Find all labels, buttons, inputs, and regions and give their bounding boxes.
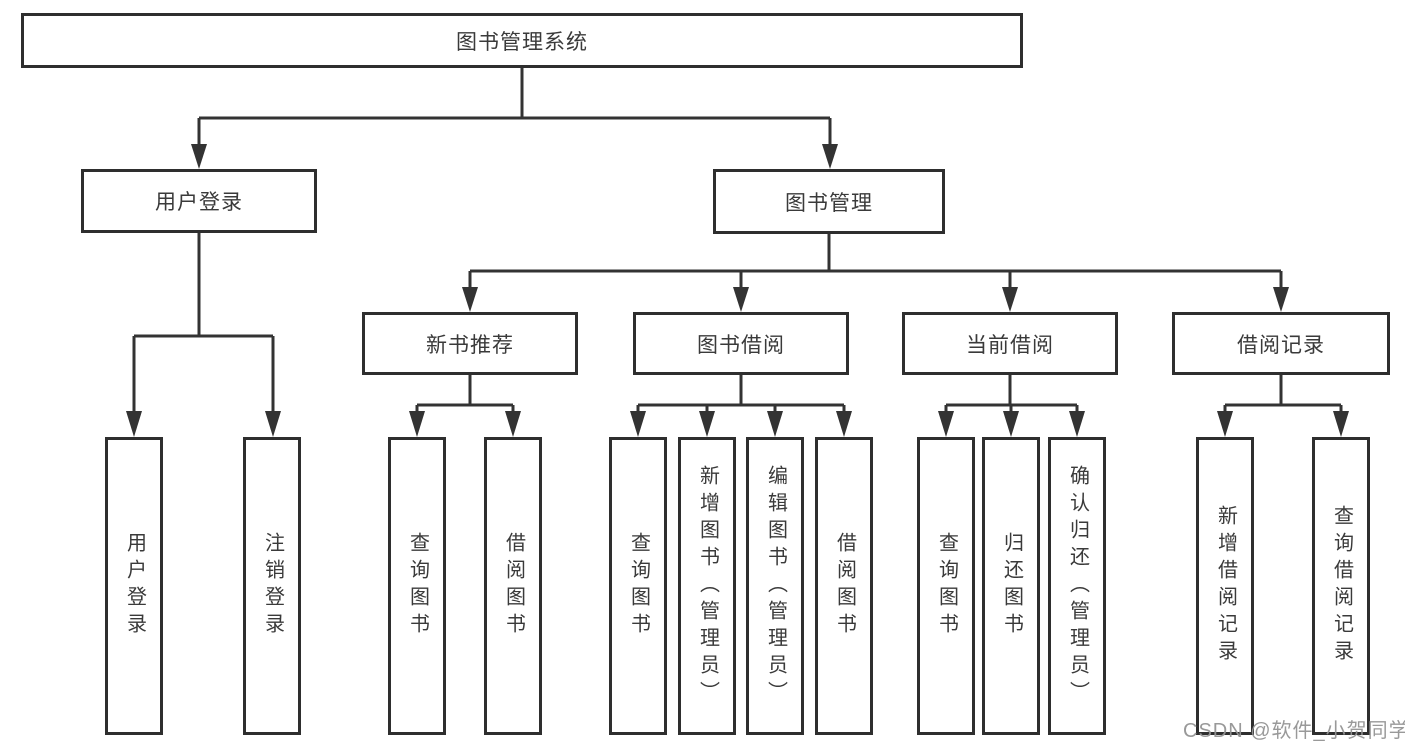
leaf-return-book-label: 归还图书 — [1000, 532, 1023, 640]
node-new-book-recommend-label: 新书推荐 — [426, 333, 514, 357]
node-user-login: 用户登录 — [81, 169, 317, 233]
node-root-label: 图书管理系统 — [456, 30, 588, 54]
leaf-confirm-return-admin: 确认归还（管理员） — [1048, 437, 1106, 735]
node-book-management-label: 图书管理 — [785, 191, 873, 215]
leaf-logout-label: 注销登录 — [261, 532, 284, 640]
leaf-query-books-3-label: 查询图书 — [935, 532, 958, 640]
node-borrowing-records: 借阅记录 — [1172, 312, 1390, 375]
leaf-query-borrow-record-label: 查询借阅记录 — [1330, 505, 1353, 667]
node-root: 图书管理系统 — [21, 13, 1023, 68]
leaf-add-book-admin-label: 新增图书（管理员） — [696, 464, 719, 708]
node-current-borrowing: 当前借阅 — [902, 312, 1118, 375]
leaf-edit-book-admin-label: 编辑图书（管理员） — [764, 464, 787, 708]
leaf-edit-book-admin: 编辑图书（管理员） — [746, 437, 804, 735]
leaf-query-books-1: 查询图书 — [388, 437, 446, 735]
node-borrowing-records-label: 借阅记录 — [1237, 333, 1325, 357]
leaf-query-borrow-record: 查询借阅记录 — [1312, 437, 1370, 735]
leaf-add-borrow-record: 新增借阅记录 — [1196, 437, 1254, 735]
leaf-borrow-books-2: 借阅图书 — [815, 437, 873, 735]
leaf-return-book: 归还图书 — [982, 437, 1040, 735]
watermark: CSDN @软件_小贺同学 — [1183, 720, 1405, 742]
leaf-borrow-books-1-label: 借阅图书 — [502, 532, 525, 640]
leaf-user-login: 用户登录 — [105, 437, 163, 735]
leaf-add-book-admin: 新增图书（管理员） — [678, 437, 736, 735]
leaf-query-books-1-label: 查询图书 — [406, 532, 429, 640]
node-new-book-recommend: 新书推荐 — [362, 312, 578, 375]
node-book-borrowing-label: 图书借阅 — [697, 333, 785, 357]
leaf-confirm-return-admin-label: 确认归还（管理员） — [1066, 464, 1089, 708]
node-book-borrowing: 图书借阅 — [633, 312, 849, 375]
leaf-logout: 注销登录 — [243, 437, 301, 735]
node-book-management: 图书管理 — [713, 169, 945, 234]
leaf-add-borrow-record-label: 新增借阅记录 — [1214, 505, 1237, 667]
leaf-query-books-2-label: 查询图书 — [627, 532, 650, 640]
leaf-query-books-2: 查询图书 — [609, 437, 667, 735]
leaf-borrow-books-2-label: 借阅图书 — [833, 532, 856, 640]
node-user-login-label: 用户登录 — [155, 191, 243, 214]
leaf-borrow-books-1: 借阅图书 — [484, 437, 542, 735]
leaf-query-books-3: 查询图书 — [917, 437, 975, 735]
node-current-borrowing-label: 当前借阅 — [966, 333, 1054, 357]
leaf-user-login-label: 用户登录 — [123, 532, 146, 640]
